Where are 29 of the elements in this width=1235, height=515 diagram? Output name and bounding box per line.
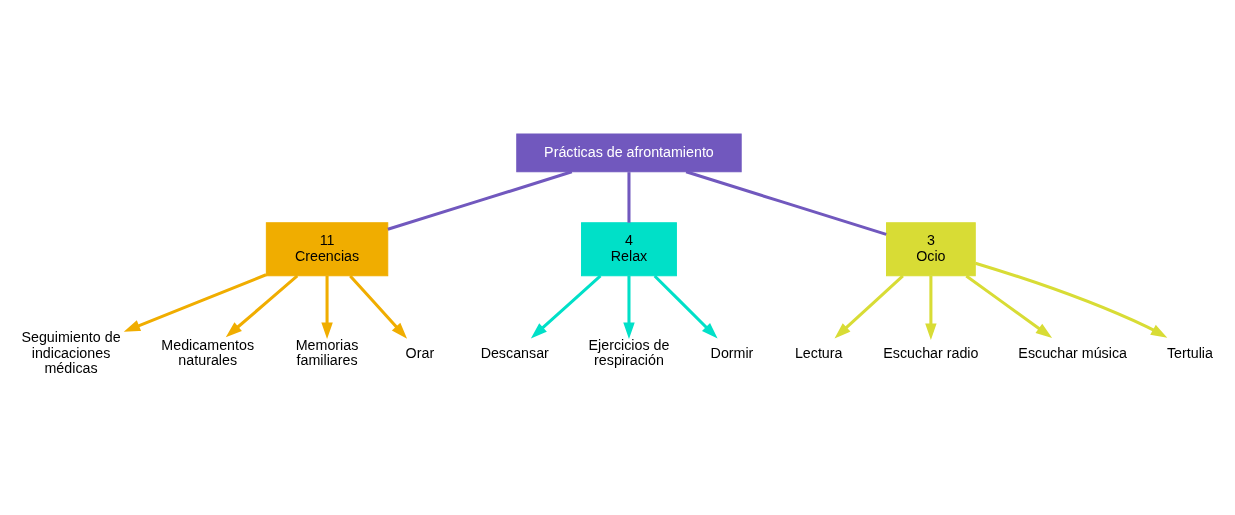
arrow: [653, 274, 718, 339]
node-text: Ejercicios de respiración: [588, 337, 670, 369]
node-text: Medicamentos naturales: [161, 337, 255, 369]
node-box: 11 Creencias: [265, 222, 389, 277]
node-text: Orar: [405, 344, 435, 361]
node-text: Descansar: [480, 344, 549, 361]
node-box: 3 Ocio: [886, 222, 976, 277]
arrow: [965, 274, 1053, 339]
arrow: [123, 273, 267, 332]
node-text: Escuchar radio: [883, 344, 979, 361]
arrow: [623, 275, 635, 339]
arrow: [925, 275, 937, 340]
arrow: [530, 274, 602, 339]
arrow: [975, 261, 1168, 338]
arrow: [349, 274, 408, 339]
connector: [627, 172, 631, 223]
node-text: Dormir: [710, 344, 754, 361]
connector: [387, 170, 573, 231]
node-text: Seguimiento de indicaciones médicas: [21, 329, 121, 376]
node-box: 4 Relax: [581, 222, 677, 277]
arrow: [834, 274, 904, 339]
node-text: Memorias familiares: [295, 337, 359, 369]
node-text: Tertulia: [1166, 344, 1213, 361]
node-text: Escuchar música: [1018, 344, 1127, 361]
node-box: Prácticas de afrontamiento: [516, 133, 742, 173]
arrow: [225, 274, 299, 338]
arrow: [321, 275, 333, 339]
connector: [685, 170, 887, 236]
node-text: Lectura: [794, 344, 843, 361]
